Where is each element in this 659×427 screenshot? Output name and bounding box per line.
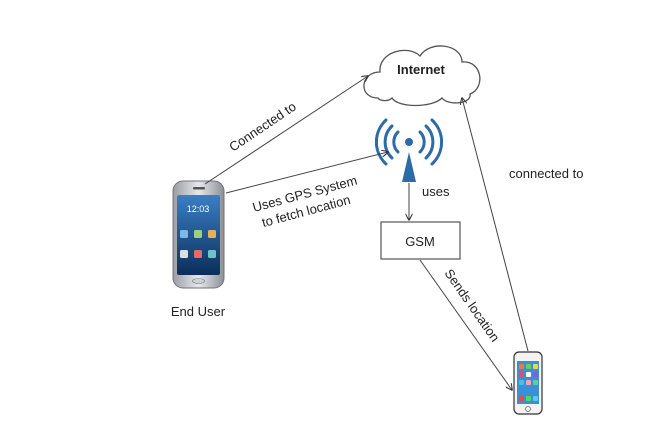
edge-user-to-internet — [204, 76, 368, 185]
label-uses-gps: Uses GPS System to fetch location — [251, 173, 359, 230]
gsm-label: GSM — [405, 234, 435, 249]
label-uses: uses — [422, 184, 450, 199]
end-user-label: End User — [171, 304, 226, 319]
phone-clock: 12:03 — [187, 204, 210, 214]
edge-phone-to-internet — [462, 98, 529, 352]
tower-icon — [402, 152, 416, 182]
edge-gsm-to-phone — [419, 259, 512, 390]
cloud-icon — [363, 45, 481, 107]
receiver-phone-node — [513, 351, 543, 415]
label-phone-connected-to: connected to — [509, 166, 583, 181]
signal-waves-icon — [374, 118, 444, 166]
label-sends-location: Sends location — [442, 266, 503, 344]
gsm-node: GSM — [380, 221, 461, 260]
end-user-phone-node: 12:03 End User — [171, 180, 226, 319]
internet-cloud-node: Internet — [363, 45, 481, 107]
cell-tower-node — [374, 118, 444, 182]
gsm-box — [380, 221, 461, 260]
internet-label: Internet — [397, 62, 445, 77]
edge-user-to-tower — [225, 152, 388, 194]
